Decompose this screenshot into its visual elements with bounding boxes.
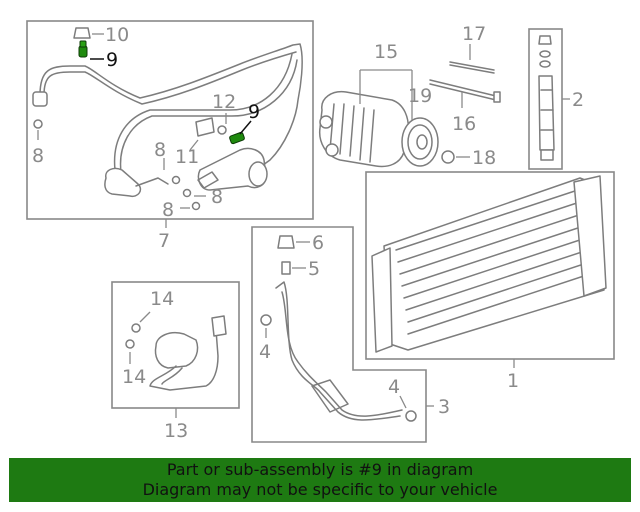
compressor-bolt-16 [429, 79, 497, 97]
callout-12: 12 [212, 91, 236, 113]
seal-ring-8-lower-a [182, 188, 192, 198]
discharge-hose-outer [119, 59, 298, 173]
hose-13-pipe [149, 329, 219, 391]
callout-8-upper: 8 [154, 139, 166, 161]
banner-line-part-info: Part or sub-assembly is #9 in diagram [166, 460, 474, 479]
manifold-pipe [135, 177, 169, 187]
liquid-line-valve-5 [281, 261, 291, 275]
condenser-left-tank [371, 247, 393, 353]
liquid-line-group: 6 5 4 4 3 [251, 226, 450, 443]
drier-cartridge-detail [540, 89, 554, 131]
callout-1: 1 [507, 370, 519, 392]
drier-cap [538, 35, 552, 45]
callout-8-lower: 8 [162, 199, 174, 221]
callout-18: 18 [472, 147, 496, 169]
callout-9-upper: 9 [106, 49, 118, 71]
drier-bottom-plug [540, 149, 554, 161]
clutch-nut [441, 150, 455, 164]
seal-ring-14-upper [131, 323, 141, 333]
seal-ring-12 [217, 125, 227, 135]
liquid-line-pipe [275, 281, 401, 421]
banner-line-disclaimer: Diagram may not be specific to your vehi… [142, 480, 498, 499]
group-3-box [251, 226, 427, 443]
parts-diagram: 10 9 8 12 9 8 11 8 8 7 15 19 17 [26, 20, 615, 443]
info-banner: Part or sub-assembly is #9 in diagram Di… [9, 458, 631, 502]
highlighted-part-9-upper [78, 40, 88, 58]
compressor-stud-17 [449, 61, 495, 71]
callout-6: 6 [312, 232, 324, 254]
drier-seal-b [539, 60, 551, 68]
manifold-block [104, 167, 142, 198]
seal-ring-4-lower [405, 410, 417, 422]
callout-13: 13 [164, 420, 188, 442]
hose-assembly-group: 10 9 8 12 9 8 11 8 8 7 [26, 20, 314, 252]
drier-cartridge [538, 75, 555, 151]
highlighted-part-9-lower [229, 131, 245, 145]
seal-ring-14-lower [125, 339, 135, 349]
compressor-mount-ear [319, 115, 333, 129]
drier-group: 2 [528, 28, 584, 170]
hose-13-block [154, 332, 199, 369]
hose-13-fitting [211, 315, 227, 337]
callout-16: 16 [452, 113, 476, 135]
clutch-pulley-grooves [407, 124, 433, 160]
condenser-group: 1 [365, 171, 615, 392]
condenser-right-tank [573, 175, 607, 297]
callout-14-lower: 14 [122, 366, 146, 388]
drier-seal-a [539, 50, 551, 58]
callout-9-lower: 9 [248, 101, 260, 123]
condenser-fins [395, 185, 603, 335]
compressor-fins [329, 103, 375, 163]
callout-2: 2 [572, 89, 584, 111]
callout-15: 15 [374, 41, 398, 63]
callout-5: 5 [308, 258, 320, 280]
callout-8-middle: 8 [211, 186, 223, 208]
compressor-stud-17-b [449, 64, 495, 74]
suction-hose-outer [43, 51, 297, 105]
seal-ring-8-left [33, 119, 43, 129]
callout-14-upper: 14 [150, 288, 174, 310]
callout-4-upper: 4 [259, 341, 271, 363]
callout-3: 3 [438, 396, 450, 418]
muffler-end [248, 161, 268, 187]
callout-10: 10 [105, 24, 129, 46]
hose-clamp [197, 171, 219, 189]
clutch-hub [416, 134, 428, 150]
liquid-line-cap-6 [277, 235, 295, 249]
compressor-bolt-16-b [429, 83, 497, 101]
callout-4-lower: 4 [388, 376, 400, 398]
charge-port-valve [195, 117, 215, 137]
leader-9-lower [239, 120, 252, 135]
callout-8-left: 8 [32, 145, 44, 167]
discharge-hose [113, 53, 293, 181]
seal-ring-4-upper [260, 314, 272, 326]
compressor-mount-ear-2 [325, 143, 339, 157]
callout-17: 17 [462, 23, 486, 45]
liquid-line-muffler [311, 379, 349, 413]
group-7-box [26, 20, 314, 220]
leader-11 [189, 139, 199, 151]
leader-15 [359, 69, 413, 120]
leader-4-lower [399, 395, 407, 409]
hose-end-fitting [32, 91, 48, 107]
bolt-16-head [493, 91, 501, 103]
group-1-box [365, 171, 615, 360]
condenser-core [383, 177, 605, 351]
valve-cap-10 [73, 27, 91, 39]
suction-hose [39, 43, 303, 171]
callout-19: 19 [408, 85, 432, 107]
leader-14-upper [139, 311, 151, 323]
liquid-line-pipe-outer [281, 291, 403, 417]
seal-ring-8-upper [171, 175, 181, 185]
callout-7: 7 [158, 230, 170, 252]
hose-13-group: 14 14 13 [111, 281, 240, 442]
compressor-group: 15 19 17 16 18 [318, 23, 501, 169]
seal-ring-8-lower-b [191, 201, 201, 211]
callout-11: 11 [175, 146, 199, 168]
